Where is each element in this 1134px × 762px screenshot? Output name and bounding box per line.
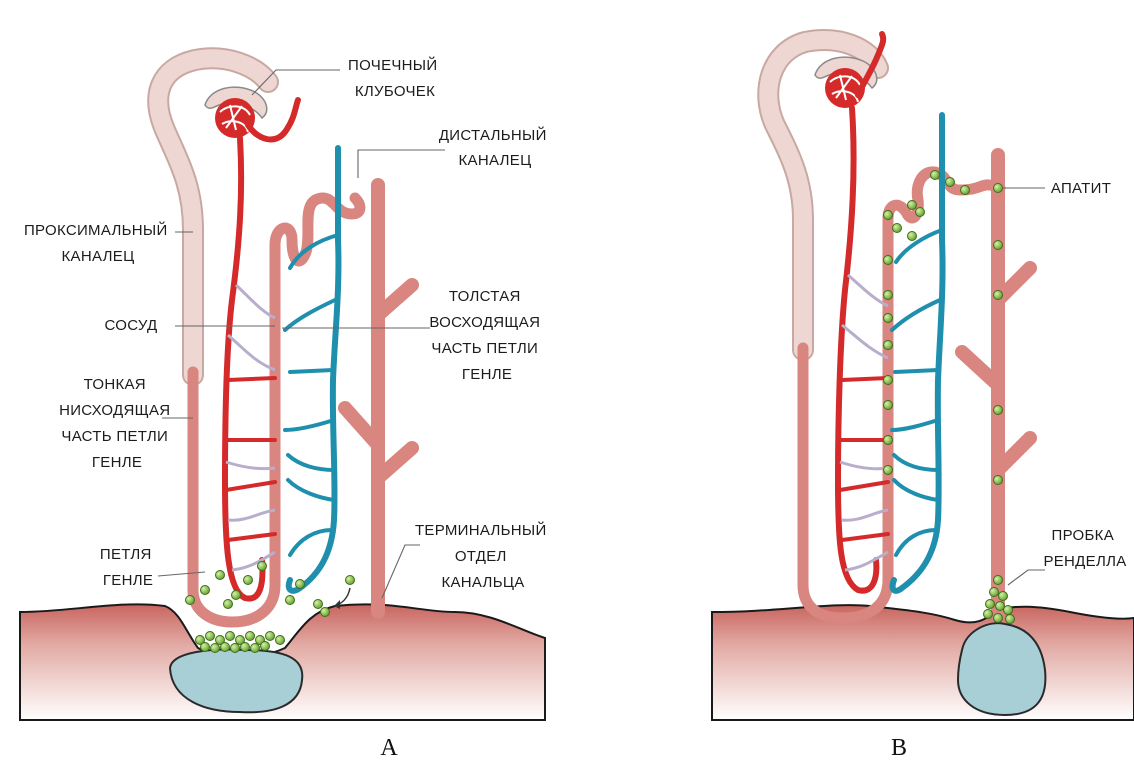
kidney-stone-b: [958, 623, 1045, 715]
label-vessel: СОСУД: [104, 317, 157, 334]
papilla-tissue-b: [712, 605, 1134, 720]
panel-b: АПАТИТ ПРОБКА РЕНДЕЛЛА B: [712, 34, 1134, 761]
label-thin-descending: ТОНКАЯ НИСХОДЯЩАЯ ЧАСТЬ ПЕТЛИ ГЕНЛЕ: [59, 376, 175, 471]
collecting-duct: [345, 185, 412, 612]
label-thick-ascending: ТОЛСТАЯ ВОСХОДЯЩАЯ ЧАСТЬ ПЕТЛИ ГЕНЛЕ: [429, 288, 544, 383]
label-glomerulus: ПОЧЕЧНЫЙ КЛУБОЧЕК: [348, 56, 442, 100]
label-distal-tubule: ДИСТАЛЬНЫЙ КАНАЛЕЦ: [439, 126, 551, 169]
deposition-arrow: [334, 588, 350, 606]
label-randall-plug: ПРОБКА РЕНДЕЛЛА: [1043, 527, 1126, 570]
label-proximal-tubule: ПРОКСИМАЛЬНЫЙ КАНАЛЕЦ: [24, 221, 172, 265]
blood-vessel-artery: [225, 138, 262, 599]
loop-of-henle-b: [803, 172, 1000, 618]
caption-a: A: [380, 735, 398, 761]
label-terminal-segment: ТЕРМИНАЛЬНЫЙ ОТДЕЛ КАНАЛЬЦА: [415, 521, 551, 591]
label-apatite: АПАТИТ: [1051, 180, 1111, 197]
caption-b: B: [891, 735, 907, 761]
label-loop-of-henle: ПЕТЛЯ ГЕНЛЕ: [100, 546, 156, 589]
panel-a: ПОЧЕЧНЫЙ КЛУБОЧЕК ДИСТАЛЬНЫЙ КАНАЛЕЦ ПРО…: [20, 56, 551, 761]
